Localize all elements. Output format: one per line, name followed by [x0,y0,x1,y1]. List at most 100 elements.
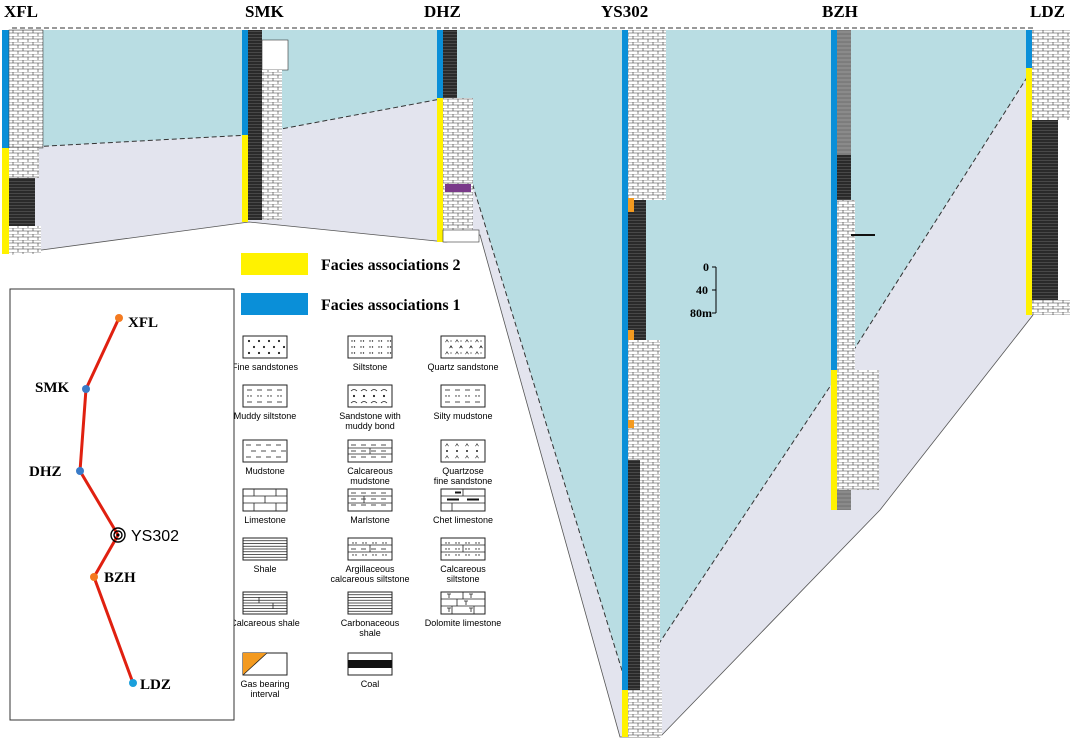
lithology-swatch-carb-shale [347,591,393,615]
lithology-swatch-calc-silt [440,537,486,561]
well-label-ys302: YS302 [601,2,648,21]
lithology-strip [837,370,879,490]
lithology-legend-label: Chet limestone [433,515,493,525]
lithology-legend-label: Muddy siltstone [234,411,297,421]
map-marker-ys302 [110,527,126,543]
lithology-strip [837,200,855,370]
lithology-legend-item-marl: Marlstone [347,488,393,525]
lithology-strip [628,200,646,340]
map-marker-smk [82,385,90,393]
coal-layer [851,234,875,236]
lithology-legend-label: Calcareous shale [230,618,300,628]
scale-tick-0: 0 [703,260,709,274]
fa2-fill-area [12,68,1033,737]
well-label-dhz: DHZ [424,2,461,21]
fa1-bar [622,30,628,690]
lithology-strip [442,229,480,243]
fa1-bar [242,30,248,135]
lithology-legend-label: Shale [253,564,276,574]
lithology-swatch-gas [242,652,288,676]
map-label-smk: SMK [35,380,70,396]
lithology-strip [9,178,35,226]
lithology-legend-item-dots: Fine sandstones [232,335,299,372]
well-column-xfl [2,29,44,254]
well-column-bzh [831,30,879,510]
well-label-smk: SMK [245,2,285,21]
facies-legend: Facies associations 2 Facies association… [241,253,461,315]
well-columns [2,29,1070,737]
lithology-strip [445,184,471,192]
facies-legend-swatch-fa1 [241,293,308,315]
well-column-smk [242,30,289,222]
fa-boundary-line [11,67,1034,692]
lithology-strip [628,690,662,737]
lithology-swatch-arg-calc-silt [347,537,393,561]
lithology-swatch-bricks [242,488,288,512]
fa2-bar [2,148,9,254]
lithology-swatch-dashes [242,439,288,463]
map-marker-bzh [90,573,98,581]
facies-legend-swatch-fa2 [241,253,308,275]
lithology-swatch-chert [440,488,486,512]
lithology-swatch-dots [242,335,288,359]
lithology-legend-label: Mudstone [245,466,285,476]
lithology-strip [1032,120,1058,300]
gas-interval [628,330,634,340]
fa1-bar [2,30,9,148]
lithology-legend-label: Dolomite limestone [425,618,502,628]
lithology-legend-item-chert: Chet limestone [433,488,493,525]
fa1-bar [1026,30,1032,68]
lithology-legend-item-coal: Coal [347,652,393,689]
lithology-strip [9,226,41,254]
lithology-swatch-marl [347,488,393,512]
well-label-xfl: XFL [4,2,38,21]
lithology-legend-item-calc-shale: Calcareous shale [230,591,300,628]
scale-tick-80: 80m [690,306,712,320]
lithology-legend-item-muddy-silt: Muddy siltstone [234,384,297,421]
well-labels: XFL SMK DHZ YS302 BZH LDZ [4,2,1065,21]
map-label-ldz: LDZ [140,677,171,693]
lithology-swatch-dolomite [440,591,486,615]
fa2-bar [1026,68,1032,315]
lithology-strip [1032,300,1070,315]
map-marker-dhz [76,467,84,475]
lithology-strip [248,30,262,220]
fa1-bar [437,30,443,98]
lithology-legend-item-dolomite: Dolomite limestone [425,591,502,628]
well-label-bzh: BZH [822,2,858,21]
fa1-bar [831,30,837,370]
correlation-lines [11,27,1034,692]
fa2-bar [622,690,628,737]
lithology-strip [9,148,39,178]
facies-fill-layer [6,27,1034,738]
lithology-legend-label: Marlstone [350,515,390,525]
facies-legend-label-fa1: Facies associations 1 [321,297,461,314]
lithology-strip [8,29,44,149]
lithology-legend-label: Limestone [244,515,286,525]
lithology-legend-item-lines: Shale [242,537,288,574]
lithology-legend-item-dashes: Mudstone [242,439,288,476]
lithology-strip [628,460,640,690]
fa2-bar [242,135,248,222]
lithology-strip [628,30,666,200]
fa1-fill-area [6,30,1033,690]
lithology-legend-label: Fine sandstones [232,362,299,372]
lithology-swatch-silt [347,335,393,359]
lithology-swatch-muddy-silt [242,384,288,408]
lithology-legend-item-silty-mud: Silty mudstone [433,384,493,421]
lithology-swatch-calc-mud [347,439,393,463]
location-map-frame [9,288,235,721]
lithology-legend-item-bricks: Limestone [242,488,288,525]
map-label-ys302: YS302 [131,528,179,545]
lithology-strip [261,39,289,71]
lithology-swatch-silty-mud [440,384,486,408]
lithology-strip [628,340,660,460]
lithology-strip [837,30,851,155]
